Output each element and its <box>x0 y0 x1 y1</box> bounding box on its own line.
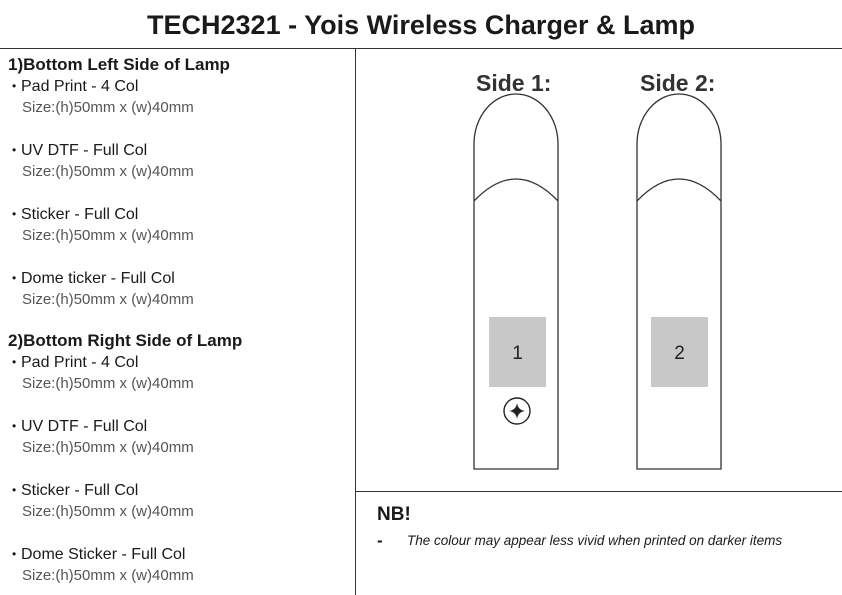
item-name: UV DTF - Full Col <box>21 418 148 435</box>
item-name: Dome ticker - Full Col <box>21 270 175 287</box>
list-item: • Sticker - Full Col Size:(h)50mm x (w)40… <box>8 480 348 522</box>
item-name: Sticker - Full Col <box>21 482 139 499</box>
print-options-panel: 1)Bottom Left Side of Lamp • Pad Print - … <box>8 54 348 586</box>
lamp-side-1: 1 <box>473 93 559 470</box>
star-button-icon <box>503 397 531 425</box>
page-title: TECH2321 - Yois Wireless Charger & Lamp <box>147 10 695 40</box>
section-bottom-left: 1)Bottom Left Side of Lamp • Pad Print - … <box>8 54 348 310</box>
bullet-icon: • <box>12 207 17 221</box>
item-size: Size:(h)50mm x (w)40mm <box>22 439 194 456</box>
note-title: NB! <box>377 504 411 525</box>
item-size: Size:(h)50mm x (w)40mm <box>22 503 194 520</box>
item-size: Size:(h)50mm x (w)40mm <box>22 163 194 180</box>
item-size: Size:(h)50mm x (w)40mm <box>22 227 194 244</box>
print-area-1 <box>489 317 546 387</box>
section-heading: 1)Bottom Left Side of Lamp <box>8 55 230 74</box>
list-item: • Pad Print - 4 Col Size:(h)50mm x (w)40m… <box>8 352 348 394</box>
bullet-icon: • <box>12 419 17 433</box>
list-item: • Sticker - Full Col Size:(h)50mm x (w)40… <box>8 204 348 246</box>
item-name: Pad Print - 4 Col <box>21 354 139 371</box>
item-name: Pad Print - 4 Col <box>21 78 139 95</box>
bullet-icon: • <box>12 143 17 157</box>
list-item: • Dome Sticker - Full Col Size:(h)50mm x … <box>8 544 348 586</box>
item-size: Size:(h)50mm x (w)40mm <box>22 99 194 116</box>
lamp-side-2: 2 <box>636 93 722 470</box>
item-size: Size:(h)50mm x (w)40mm <box>22 291 194 308</box>
note-dash: - <box>377 531 383 550</box>
item-name: UV DTF - Full Col <box>21 142 148 159</box>
header-divider <box>0 48 842 49</box>
bullet-icon: • <box>12 271 17 285</box>
note-text: The colour may appear less vivid when pr… <box>407 533 783 548</box>
item-name: Sticker - Full Col <box>21 206 139 223</box>
side-1-label: Side 1: <box>476 70 552 96</box>
list-item: • Pad Print - 4 Col Size:(h)50mm x (w)40m… <box>8 76 348 118</box>
bullet-icon: • <box>12 547 17 561</box>
list-item: • UV DTF - Full Col Size:(h)50mm x (w)40m… <box>8 416 348 458</box>
column-divider <box>355 49 356 595</box>
lamp-diagram: 1 2 <box>473 93 722 470</box>
item-size: Size:(h)50mm x (w)40mm <box>22 567 194 584</box>
section-heading: 2)Bottom Right Side of Lamp <box>8 331 243 350</box>
bullet-icon: • <box>12 483 17 497</box>
section-bottom-right: 2)Bottom Right Side of Lamp • Pad Print -… <box>8 330 348 586</box>
side-2-label: Side 2: <box>640 70 716 96</box>
list-item: • Dome ticker - Full Col Size:(h)50mm x (… <box>8 268 348 310</box>
note-divider <box>356 491 842 492</box>
item-name: Dome Sticker - Full Col <box>21 546 186 563</box>
print-area-2 <box>651 317 708 387</box>
list-item: • UV DTF - Full Col Size:(h)50mm x (w)40m… <box>8 140 348 182</box>
item-size: Size:(h)50mm x (w)40mm <box>22 375 194 392</box>
bullet-icon: • <box>12 355 17 369</box>
print-area-1-label: 1 <box>512 343 523 364</box>
bullet-icon: • <box>12 79 17 93</box>
print-area-2-label: 2 <box>674 343 685 364</box>
